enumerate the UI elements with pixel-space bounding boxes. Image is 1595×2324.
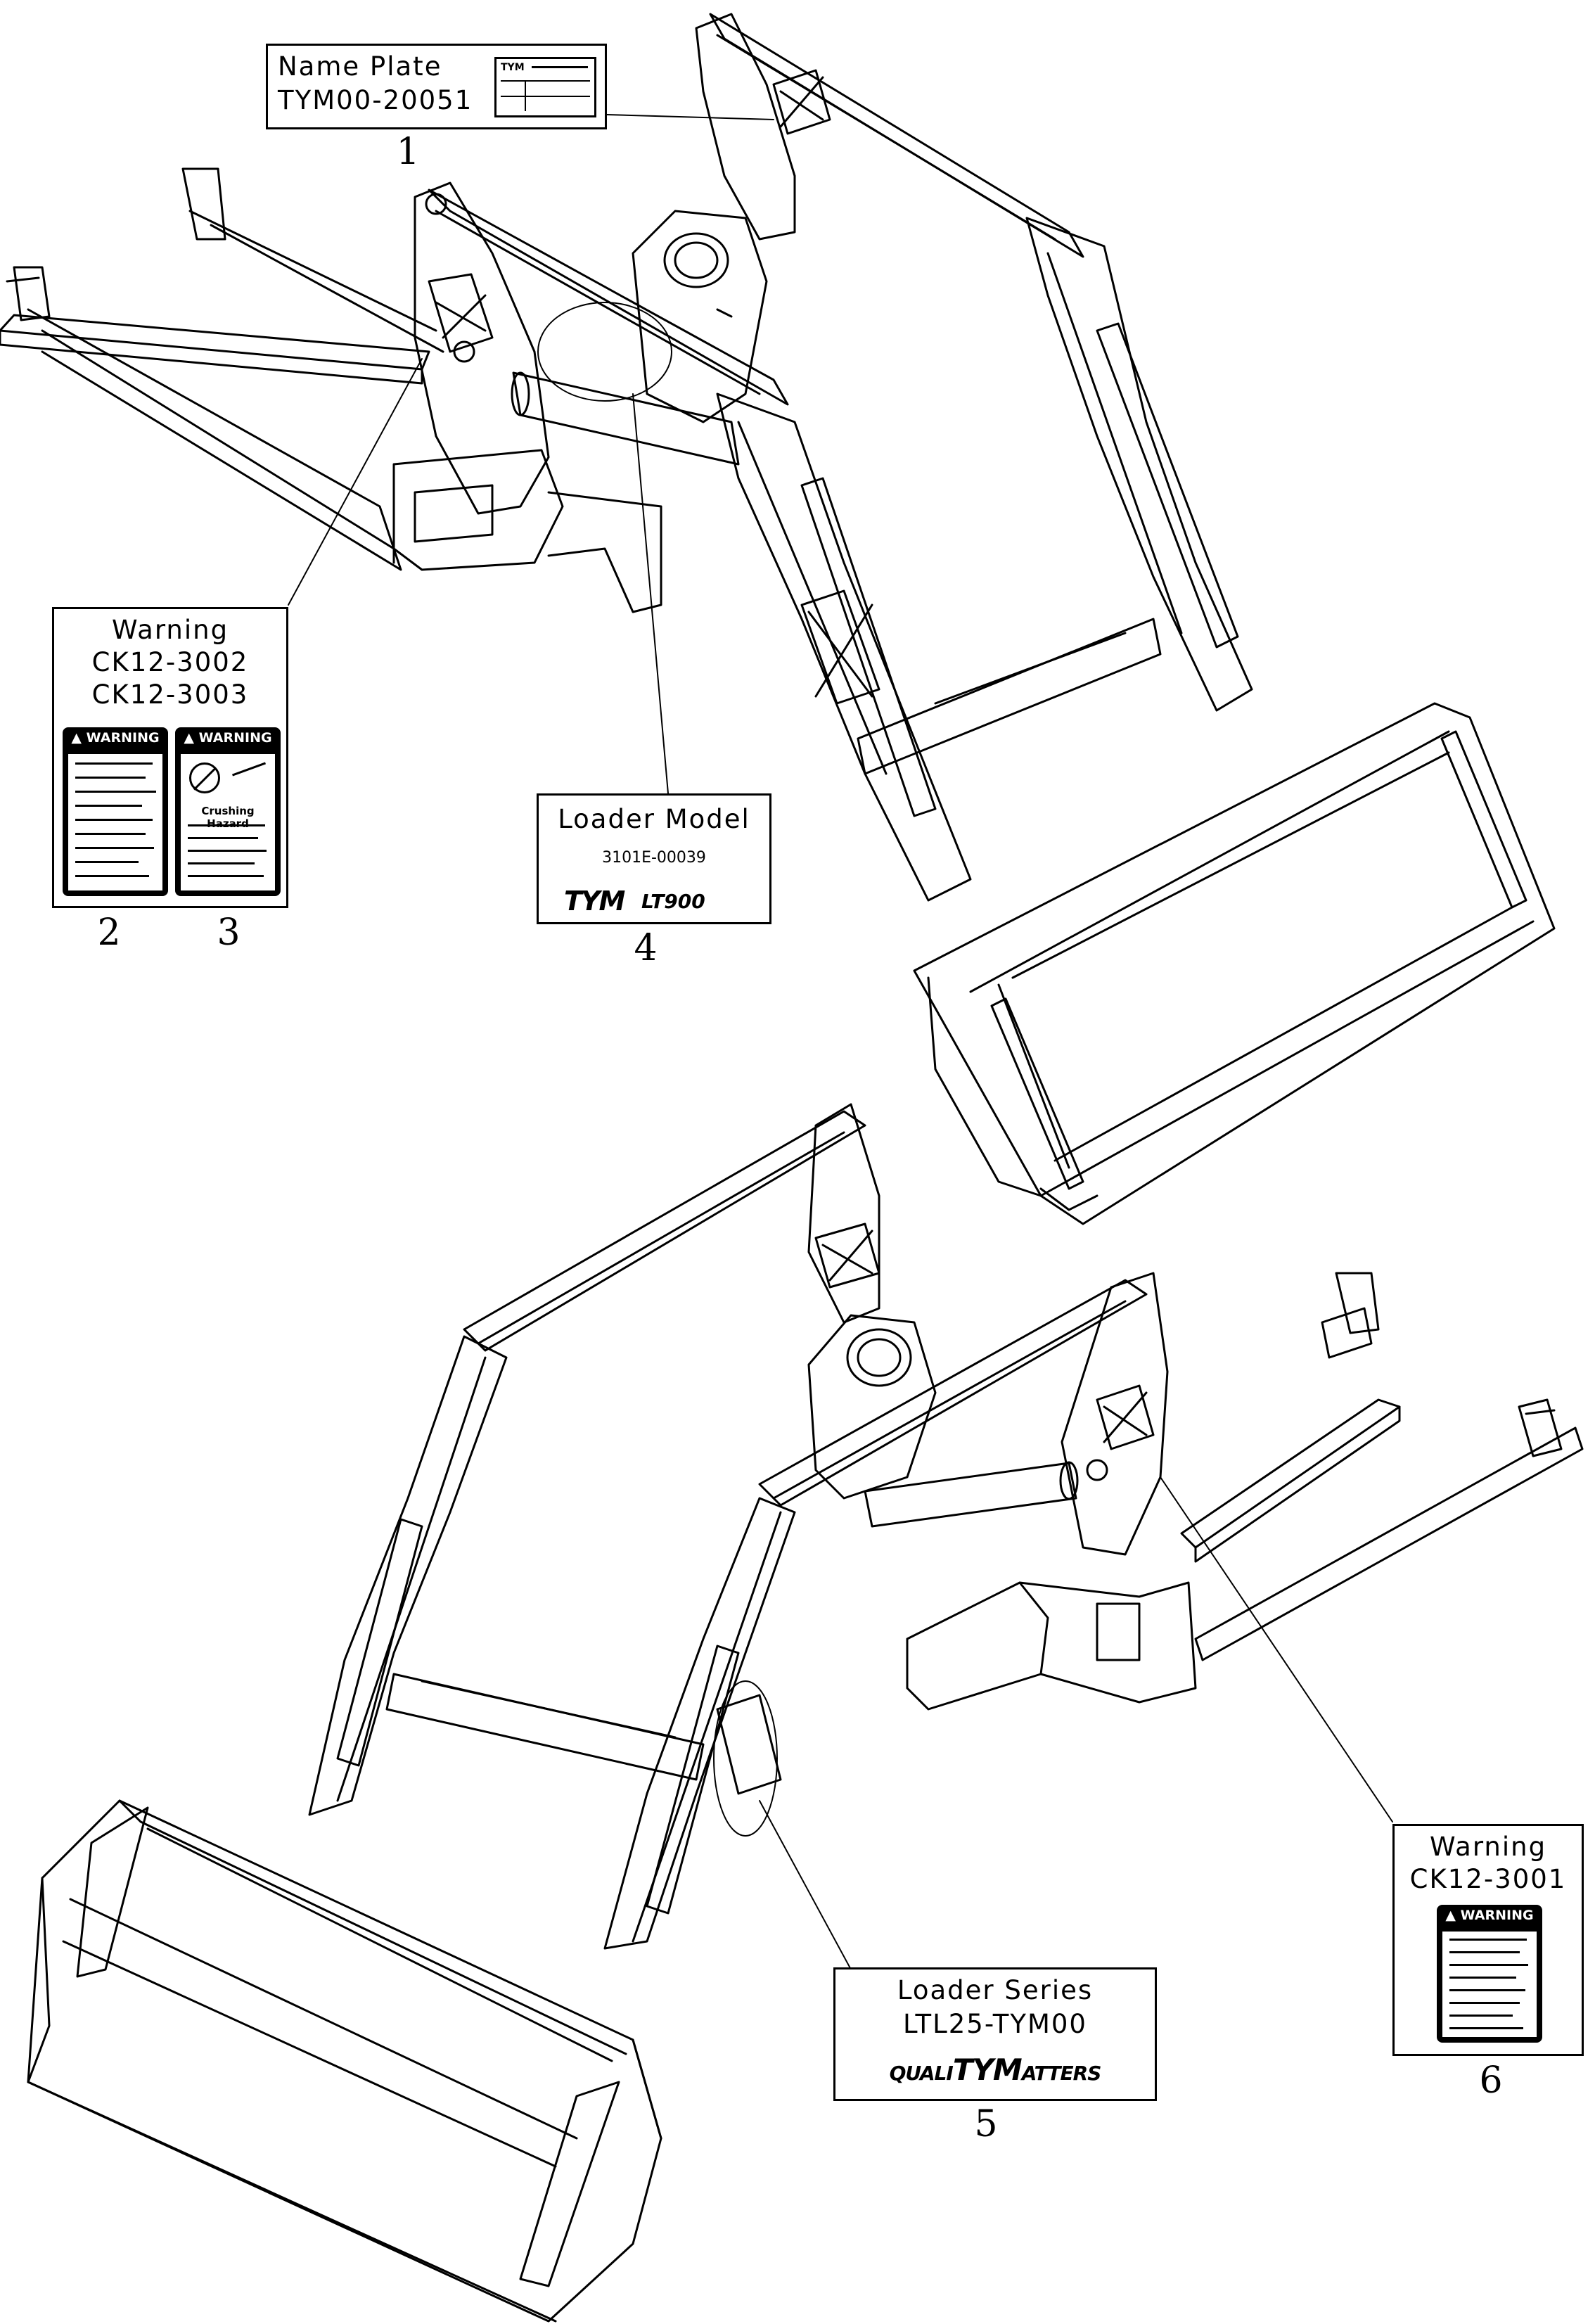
warning-decal-left: ▲ WARNING	[63, 727, 168, 896]
leader-line-warning-b	[1160, 1476, 1393, 1822]
loader-series-part-number: LTL25-TYM00	[903, 2009, 1087, 2039]
loader-model-title: Loader Model	[558, 804, 750, 834]
warning-decal-right: ▲ WARNING Crushing Hazard	[175, 727, 281, 896]
loader-model-tym-logo: TYM	[564, 886, 625, 917]
warning-label-box-a: Warning CK12-3002 CK12-3003 ▲ WARNING ▲ …	[52, 607, 288, 908]
leader-line-nameplate	[606, 114, 774, 120]
callout-number-4: 4	[634, 927, 658, 969]
callout-number-2: 2	[97, 912, 121, 954]
warning-label-box-b: Warning CK12-3001 ▲ WARNING	[1392, 1824, 1584, 2056]
warning-a-part-1: CK12-3002	[91, 647, 249, 677]
nameplate-plate-logo: TYM	[501, 62, 525, 73]
top-loader-assembly	[0, 13, 1556, 1225]
crushing-hazard-text: Crushing Hazard	[201, 805, 255, 830]
loader-series-label-box: Loader Series LTL25-TYM00 QUALITYMATTERS	[833, 1967, 1157, 2101]
leader-line-loader-series	[759, 1800, 852, 1970]
warning-b-part-number: CK12-3001	[1409, 1864, 1567, 1894]
qualitymatters-logo: QUALITYMATTERS	[889, 2052, 1102, 2087]
callout-number-5: 5	[974, 2103, 998, 2145]
nameplate-label-box: Name Plate TYM00-20051 TYM	[266, 44, 607, 129]
loader-series-title: Loader Series	[897, 1975, 1094, 2005]
warning-decal-left-head: ▲ WARNING	[71, 730, 160, 746]
bottom-loader-assembly	[27, 1103, 1584, 2323]
nameplate-title: Name Plate	[278, 51, 442, 82]
decal-location-marker-bottom	[713, 1680, 778, 1837]
nameplate-plate-image: TYM	[494, 57, 596, 117]
leader-line-loader-model	[632, 393, 669, 794]
warning-decal-right-head: ▲ WARNING	[184, 730, 272, 746]
leader-line-warning-a	[288, 358, 423, 606]
nameplate-part-number: TYM00-20051	[278, 85, 473, 115]
warning-a-part-2: CK12-3003	[91, 679, 249, 710]
decal-location-marker-top	[537, 302, 672, 402]
loader-model-label-box: Loader Model 3101E-00039 TYM LT900	[537, 793, 771, 924]
warning-decal-b-head: ▲ WARNING	[1445, 1908, 1534, 1923]
warning-b-title: Warning	[1429, 1832, 1547, 1862]
loader-model-name: LT900	[641, 890, 705, 913]
warning-a-title: Warning	[111, 615, 229, 645]
warning-decal-b: ▲ WARNING	[1437, 1905, 1542, 2043]
loader-model-code: 3101E-00039	[602, 849, 706, 867]
crushing-hazard-icon	[189, 762, 220, 793]
callout-number-1: 1	[396, 131, 420, 173]
callout-number-3: 3	[217, 912, 241, 954]
callout-number-6: 6	[1479, 2060, 1503, 2102]
